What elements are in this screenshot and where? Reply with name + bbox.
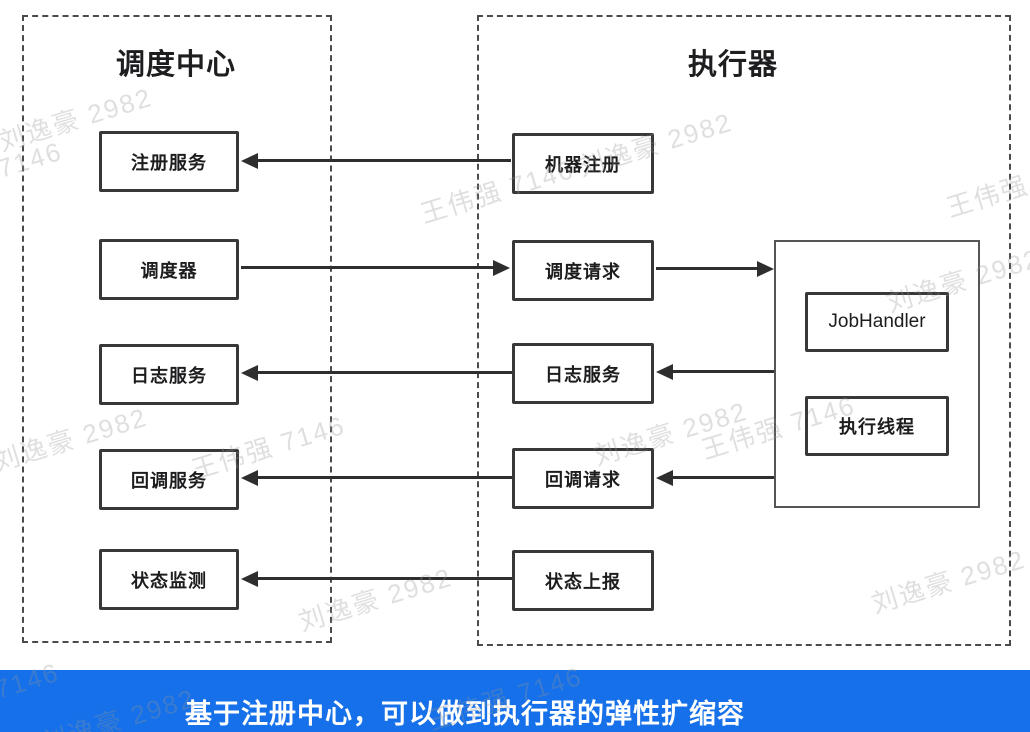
node-schedule-request: 调度请求 — [512, 240, 654, 301]
arrow-log-executor-to-log-center — [241, 365, 512, 381]
node-log-service-executor: 日志服务 — [512, 343, 654, 404]
arrow-shaft — [671, 476, 774, 479]
executor-internal-box — [774, 240, 980, 508]
arrow-shaft — [256, 577, 512, 580]
scheduler-title: 调度中心 — [115, 49, 236, 81]
scheduler-group-box — [22, 15, 332, 643]
caption-text: 基于注册中心，可以做到执行器的弹性扩缩容 — [185, 699, 745, 729]
node-exec-thread: 执行线程 — [805, 396, 949, 456]
node-log-service-center: 日志服务 — [99, 344, 239, 405]
node-machine-register: 机器注册 — [512, 133, 654, 194]
arrow-internal-to-callback-request — [656, 470, 774, 486]
node-register-service: 注册服务 — [99, 131, 239, 192]
node-status-report: 状态上报 — [512, 550, 654, 611]
arrow-machine-register-to-register-service — [241, 153, 511, 169]
arrow-status-report-to-status-monitor — [241, 571, 512, 587]
arrow-schedule-request-to-internal — [656, 261, 774, 277]
arrow-shaft — [241, 266, 495, 269]
arrow-shaft — [256, 371, 512, 374]
executor-title: 执行器 — [687, 49, 778, 81]
caption-bar: 基于注册中心，可以做到执行器的弹性扩缩容 — [0, 670, 1030, 732]
arrow-shaft — [256, 159, 511, 162]
arrow-internal-to-log-service-executor — [656, 364, 774, 380]
node-callback-request: 回调请求 — [512, 448, 654, 509]
node-status-monitor: 状态监测 — [99, 549, 239, 610]
node-scheduler: 调度器 — [99, 239, 239, 300]
node-jobhandler: JobHandler — [805, 292, 949, 352]
arrow-shaft — [671, 370, 774, 373]
arrow-shaft — [656, 267, 759, 270]
arrow-callback-request-to-callback-service — [241, 470, 512, 486]
executor-group-box — [477, 15, 1011, 646]
arrow-shaft — [256, 476, 512, 479]
arrow-scheduler-to-schedule-request — [241, 260, 510, 276]
node-callback-service: 回调服务 — [99, 449, 239, 510]
